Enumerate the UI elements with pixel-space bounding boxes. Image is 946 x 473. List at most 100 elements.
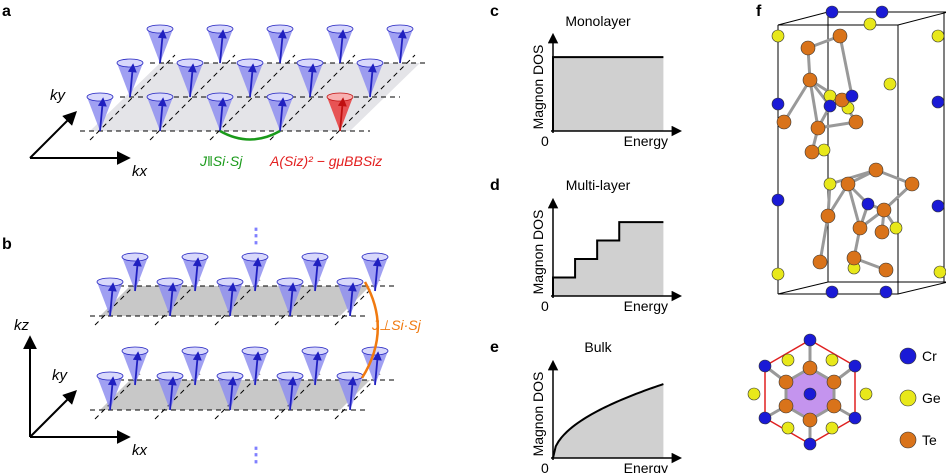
atom-ge (933, 265, 946, 279)
spin-cone (356, 58, 384, 98)
atom-cr (848, 411, 862, 425)
atom-te (878, 262, 894, 278)
atom-cr (758, 411, 772, 425)
spin-cone (301, 252, 329, 292)
x-axis-label: Energy (624, 298, 668, 314)
spin-cone (146, 24, 174, 64)
atom-cr (825, 5, 839, 19)
spin-cone (181, 252, 209, 292)
atom-te (800, 40, 816, 56)
atom-te (812, 254, 828, 270)
spin-cone (386, 24, 414, 64)
spin-cone (326, 24, 354, 64)
atom-te (810, 120, 826, 136)
atom-ge (817, 143, 831, 157)
atom-te (778, 398, 794, 414)
spin-cone (336, 277, 364, 317)
chart-title-c: Monolayer (565, 13, 631, 29)
hex-top-view (747, 333, 873, 451)
spin-cone (266, 24, 294, 64)
spin-cone (96, 371, 124, 411)
bond (838, 35, 854, 97)
dos-curve (552, 383, 664, 459)
atom-ge (771, 29, 785, 43)
spin-cone (206, 92, 234, 132)
atom-te (832, 28, 848, 44)
legend-label-ge: Ge (922, 390, 941, 406)
spin-cone-flipped (326, 92, 354, 132)
panel-label-f: f (756, 3, 762, 20)
dos-area (553, 222, 664, 296)
dos-area (553, 57, 664, 131)
spin-cone (216, 277, 244, 317)
legend-label-cr: Cr (922, 348, 937, 364)
atom-cr (771, 97, 785, 111)
unit-cell (777, 11, 946, 295)
atom-ge (863, 17, 877, 31)
axes-b: kz ky kx (14, 317, 148, 459)
atom-te (826, 374, 842, 390)
exchange-arc-green (219, 129, 281, 141)
atom-cr (848, 359, 862, 373)
spin-cone (121, 252, 149, 292)
spin-cone (96, 277, 124, 317)
atom-cr (931, 199, 945, 213)
atom-cr (861, 197, 875, 211)
anisotropy-zeeman-label: A(Siz)² − gμBBSiz (269, 153, 382, 169)
atom-cr (825, 285, 839, 299)
axis-origin: 0 (541, 133, 549, 149)
axis-label-kx-a: kx (132, 163, 148, 180)
ellipsis-bottom: ⋮ (246, 444, 266, 466)
legend-swatch-ge (899, 389, 917, 407)
bond (782, 79, 812, 123)
bonds (782, 34, 914, 272)
atom-te (874, 224, 890, 240)
atom-te (802, 412, 818, 428)
spin-cone (86, 92, 114, 132)
axes-a: ky kx (29, 87, 148, 180)
spin-cone (276, 371, 304, 411)
atom-te (820, 208, 836, 224)
atom-te (846, 250, 862, 266)
spin-cone (296, 58, 324, 98)
x-axis-label: Energy (624, 460, 668, 473)
atom-te (852, 220, 868, 236)
spin-cones-a (86, 24, 414, 132)
y-axis-label: Magnon DOS (530, 210, 546, 295)
spin-cone (156, 371, 184, 411)
panel-label-a: a (2, 3, 11, 20)
atom-te (802, 72, 818, 88)
atom-cr (823, 99, 837, 113)
atom-ge (859, 387, 873, 401)
chart-title-e: Bulk (584, 339, 612, 355)
spin-cone (116, 58, 144, 98)
axis-label-kx-b: kx (132, 442, 148, 459)
axis-label-ky-b: ky (52, 367, 69, 384)
y-axis-label: Magnon DOS (530, 45, 546, 130)
atom-cr (931, 95, 945, 109)
atom-ge (825, 421, 839, 435)
atom-te (804, 144, 820, 160)
atoms (771, 5, 946, 299)
atom-ge (825, 353, 839, 367)
ellipsis-top: ⋮ (246, 225, 266, 247)
interlayer-exchange-label: J⊥Si·Sj (371, 317, 422, 333)
axis-label-ky-a: ky (50, 87, 67, 104)
axis-origin: 0 (541, 298, 549, 314)
panel-label-b: b (2, 236, 12, 253)
panel-label-e: e (490, 339, 499, 356)
atom-te (868, 162, 884, 178)
panel-label-d: d (490, 177, 500, 194)
axis-origin: 0 (541, 460, 549, 473)
atom-cr (875, 5, 889, 19)
bond (818, 215, 830, 263)
dos-area (553, 384, 664, 458)
atom-cr (803, 333, 817, 347)
legend-swatch-cr (899, 347, 917, 365)
atom-te (876, 202, 892, 218)
legend-swatch-te (899, 431, 917, 449)
